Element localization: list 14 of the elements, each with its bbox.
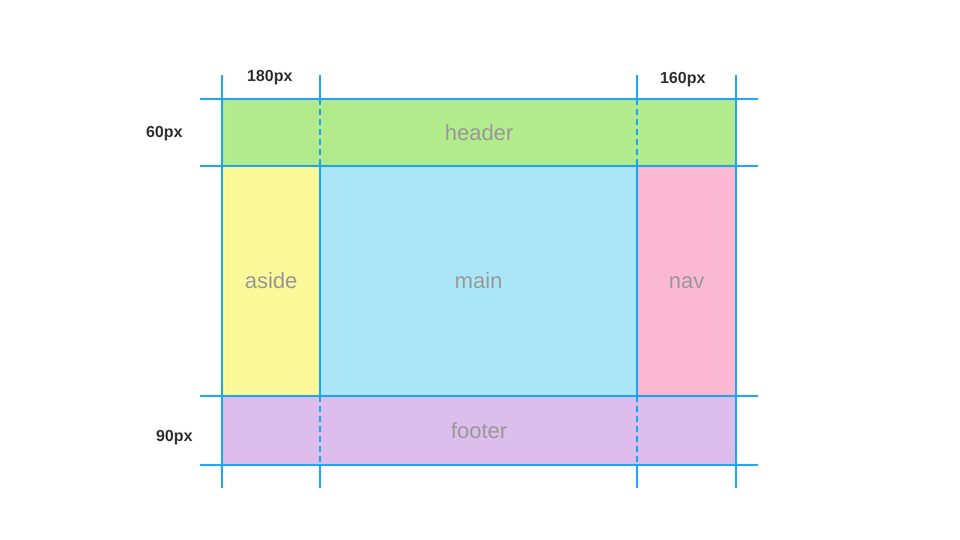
grid-area <box>637 166 736 396</box>
dimension-label: 160px <box>660 70 706 88</box>
grid-area <box>320 166 637 396</box>
dimension-label: 60px <box>146 124 182 142</box>
dimension-label: 90px <box>156 428 192 446</box>
area-label: main <box>454 268 502 294</box>
area-label: footer <box>450 418 508 444</box>
grid-area <box>222 99 736 166</box>
grid-area <box>222 396 736 465</box>
area-label: nav <box>668 268 704 294</box>
area-label: header <box>444 120 514 146</box>
dimension-label: 180px <box>247 68 292 86</box>
grid-area <box>222 166 320 396</box>
area-label: aside <box>244 268 298 294</box>
